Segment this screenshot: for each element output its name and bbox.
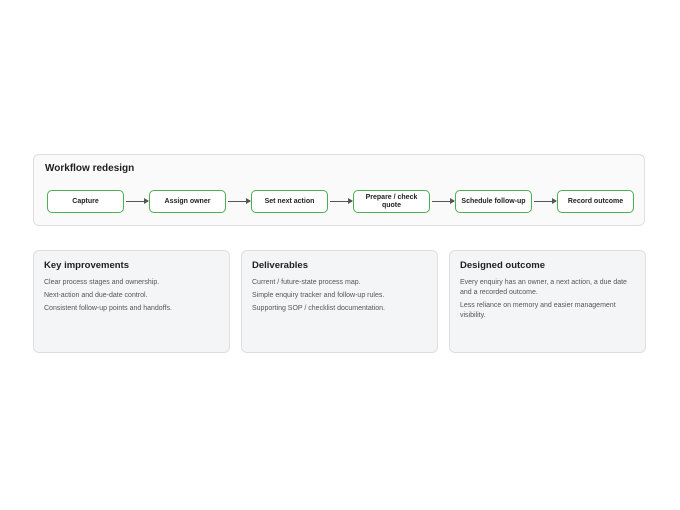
workflow-title: Workflow redesign [45, 163, 135, 174]
step-capture: Capture [47, 190, 124, 213]
arrow-5 [534, 198, 557, 204]
card-line: Current / future-state process map. [252, 279, 361, 286]
card-line: Clear process stages and ownership. [44, 279, 160, 286]
step-prepare-check-quote: Prepare / check quote [353, 190, 430, 213]
card-line: Simple enquiry tracker and follow-up rul… [252, 292, 385, 299]
workflow-panel: Workflow redesign Capture Assign owner S… [33, 154, 645, 226]
card-designed-outcome: Designed outcome Every enquiry has an ow… [449, 250, 646, 353]
card-deliverables: Deliverables Current / future-state proc… [241, 250, 438, 353]
card-line: Every enquiry has an owner, a next actio… [460, 279, 627, 296]
card-key-improvements: Key improvements Clear process stages an… [33, 250, 230, 353]
arrow-4 [432, 198, 455, 204]
arrow-1 [126, 198, 149, 204]
step-assign-owner: Assign owner [149, 190, 226, 213]
card-title: Designed outcome [460, 260, 545, 271]
step-schedule-follow-up: Schedule follow-up [455, 190, 532, 213]
card-line: Next-action and due-date control. [44, 292, 148, 299]
step-set-next-action: Set next action [251, 190, 328, 213]
card-title: Key improvements [44, 260, 130, 271]
arrow-2 [228, 198, 251, 204]
card-line: Less reliance on memory and easier manag… [460, 302, 616, 319]
step-record-outcome: Record outcome [557, 190, 634, 213]
card-line: Supporting SOP / checklist documentation… [252, 305, 385, 312]
card-title: Deliverables [252, 260, 308, 271]
card-line: Consistent follow-up points and handoffs… [44, 305, 172, 312]
arrow-3 [330, 198, 353, 204]
